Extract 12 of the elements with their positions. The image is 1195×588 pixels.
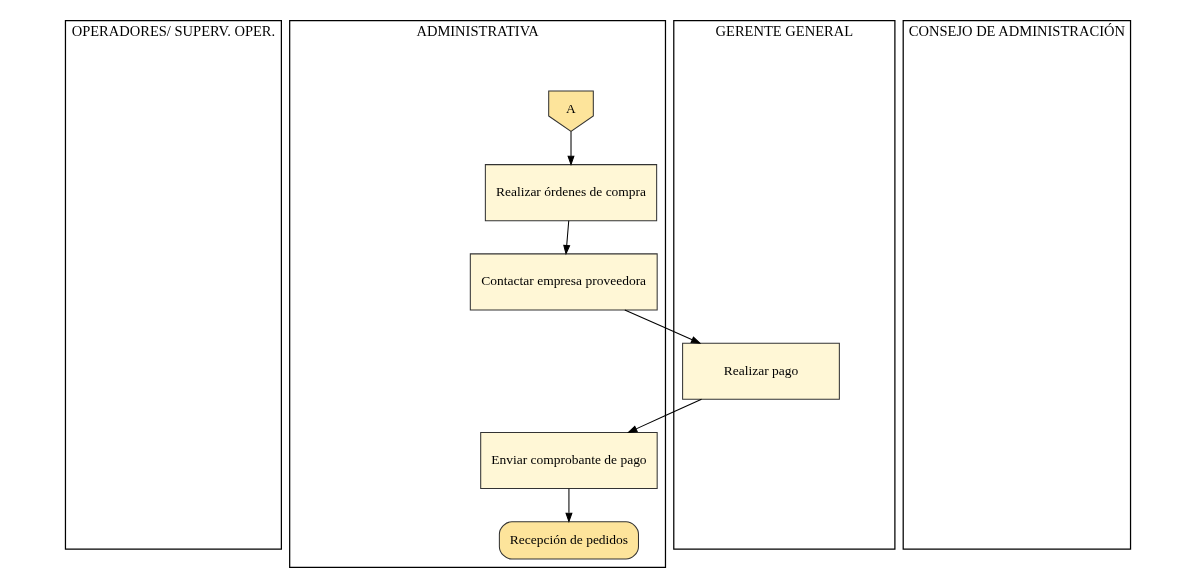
node-box: Contactar empresa proveedora: [469, 253, 658, 311]
arrow: [566, 131, 575, 167]
node-box: OPERADORES/ SUPERV. OPER.: [64, 20, 282, 550]
node-box: CONSEJO DE ADMINISTRACIÓN: [902, 20, 1131, 550]
arrow: [564, 488, 573, 524]
arrow: [562, 220, 570, 256]
node-box: Realizar órdenes de compra: [484, 164, 657, 222]
arrow: [626, 398, 702, 434]
node-box: Realizar pago: [681, 342, 840, 400]
node-box: Recepción de pedidos: [498, 521, 639, 560]
node-box: Enviar comprobante de pago: [479, 431, 658, 489]
arrow: [623, 309, 701, 344]
